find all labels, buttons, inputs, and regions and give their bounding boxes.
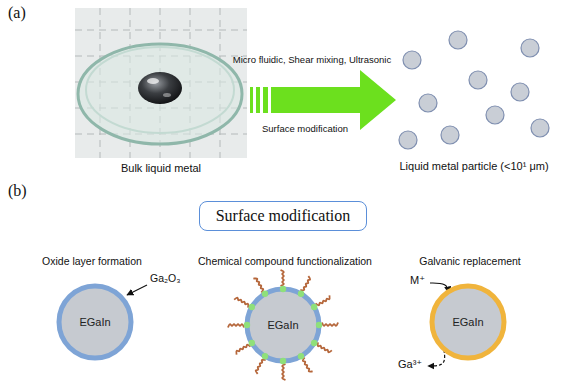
panel-label: (b) [8, 182, 27, 200]
anchor-dot [298, 291, 304, 297]
heading-box: Surface modification [199, 201, 368, 231]
caption-text: Surface modification [262, 124, 348, 135]
leader-arrows [127, 283, 449, 366]
ligand-chain [256, 360, 266, 374]
anchor-dot [316, 322, 322, 328]
leader-arrow [428, 350, 445, 366]
panel-label: (a) [8, 4, 26, 22]
ligand-chain [322, 323, 338, 326]
ligand-chain [228, 324, 244, 327]
anchor-dot [249, 304, 255, 310]
particle-circle: EGaIn [59, 286, 131, 358]
ligand-chains [228, 270, 338, 380]
particle-shell [432, 286, 504, 358]
anchor-dot [280, 358, 286, 364]
anchor-dot [262, 291, 268, 297]
caption-text: Bulk liquid metal [121, 162, 201, 175]
node-text: EGaIn [79, 316, 110, 328]
anchor-dot [249, 340, 255, 346]
caption-text: M⁺ [410, 274, 425, 287]
anchor-dot [262, 353, 268, 359]
caption-text: Micro fluidic, Shear mixing, Ultrasonic [233, 55, 391, 66]
ligand-chain [303, 358, 313, 372]
liquid-metal-particles [399, 31, 549, 149]
caption-text: Oxide layer formation [42, 255, 142, 267]
node-text: EGaIn [452, 316, 483, 328]
node-text: Surface modification [216, 207, 351, 225]
ligand-chain [253, 278, 263, 292]
ligand-chain [318, 342, 332, 352]
ligand-chain [236, 345, 250, 355]
ligand-chain [234, 298, 248, 308]
leader-arrow [127, 285, 147, 295]
photo-bulk-metal [75, 8, 247, 158]
anchor-dot [298, 353, 304, 359]
caption-text: Ga₂O₃ [150, 272, 181, 284]
anchor-dot [311, 340, 317, 346]
ligand-chain [281, 270, 284, 286]
particle-shell [59, 286, 131, 358]
particle-circle: EGaIn [432, 286, 504, 358]
process-arrow [250, 70, 396, 130]
particle-shell [247, 289, 319, 361]
ligand-chain [316, 295, 330, 305]
anchor-dot [311, 304, 317, 310]
ligand-chain [282, 364, 285, 380]
caption-text: Chemical compound functionalization [198, 255, 372, 267]
caption-text: Ga³⁺ [398, 358, 422, 371]
particle-circle: EGaIn [247, 289, 319, 361]
anchor-dot [244, 322, 250, 328]
caption-text: Liquid metal particle (<10¹ μm) [399, 160, 548, 173]
ligand-chain [300, 276, 310, 290]
anchor-dot [280, 286, 286, 292]
caption-text: Galvanic replacement [419, 255, 521, 267]
node-text: EGaIn [267, 319, 298, 331]
